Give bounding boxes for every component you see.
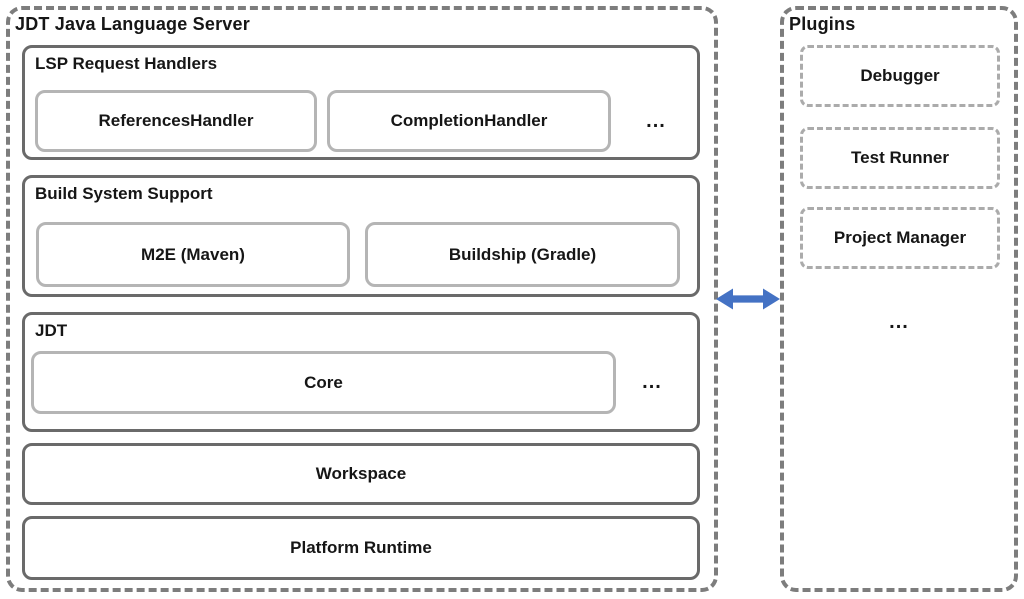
platform-runtime-label: Platform Runtime	[290, 538, 432, 557]
jdt-section-title: JDT	[35, 321, 68, 340]
workspace-label: Workspace	[315, 464, 407, 483]
server-panel-title: JDT Java Language Server	[15, 14, 250, 34]
box-test-runner-plugin: Test Runner	[800, 127, 1000, 189]
server-panel: JDT Java Language Server LSP Request Han…	[6, 6, 718, 592]
plugins-panel-title: Plugins	[789, 14, 856, 34]
section-build-system-support: Build System Support M2E (Maven) Buildsh…	[22, 175, 700, 297]
lsp-section-title: LSP Request Handlers	[35, 54, 218, 73]
box-debugger-plugin: Debugger	[800, 45, 1000, 107]
section-lsp-request-handlers: LSP Request Handlers ReferencesHandler C…	[22, 45, 700, 160]
box-core: Core	[31, 351, 616, 414]
box-completion-handler: CompletionHandler	[327, 90, 611, 152]
section-workspace: Workspace	[22, 443, 700, 505]
box-references-handler: ReferencesHandler	[35, 90, 317, 152]
box-project-manager-plugin: Project Manager	[800, 207, 1000, 269]
box-m2e-maven: M2E (Maven)	[36, 222, 350, 287]
section-jdt: JDT Core ...	[22, 312, 700, 432]
box-buildship-gradle: Buildship (Gradle)	[365, 222, 680, 287]
section-platform-runtime: Platform Runtime	[22, 516, 700, 580]
plugins-ellipsis: ...	[889, 310, 909, 333]
build-section-title: Build System Support	[35, 184, 213, 203]
bidirectional-arrow-icon	[716, 288, 780, 310]
jdt-ellipsis: ...	[642, 371, 662, 393]
plugins-panel: Plugins Debugger Test Runner Project Man…	[780, 6, 1018, 592]
lsp-ellipsis: ...	[646, 109, 666, 132]
